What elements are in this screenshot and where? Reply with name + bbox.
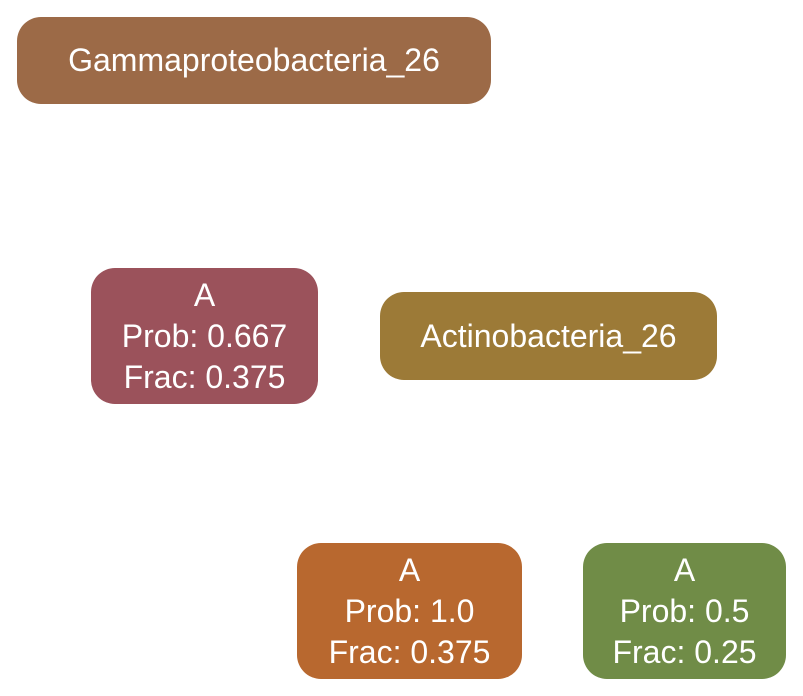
node-prob: Prob: 1.0 [344,592,475,629]
node-gammaproteobacteria-26: Gammaproteobacteria_26 [17,17,491,104]
node-frac: Frac: 0.375 [328,633,491,670]
node-a-prob-1: A Prob: 1.0 Frac: 0.375 [297,543,522,679]
node-label: Gammaproteobacteria_26 [68,42,440,78]
node-frac: Frac: 0.25 [612,633,757,670]
node-title: A [398,551,421,588]
node-frac: Frac: 0.375 [123,358,286,395]
node-title: A [673,551,696,588]
node-prob: Prob: 0.5 [619,592,750,629]
node-a-prob-0667: A Prob: 0.667 Frac: 0.375 [91,268,318,404]
node-actinobacteria-26: Actinobacteria_26 [380,292,717,380]
node-prob: Prob: 0.667 [121,317,288,354]
node-a-prob-05: A Prob: 0.5 Frac: 0.25 [583,543,786,679]
node-label: Actinobacteria_26 [420,317,677,354]
node-title: A [193,276,216,313]
